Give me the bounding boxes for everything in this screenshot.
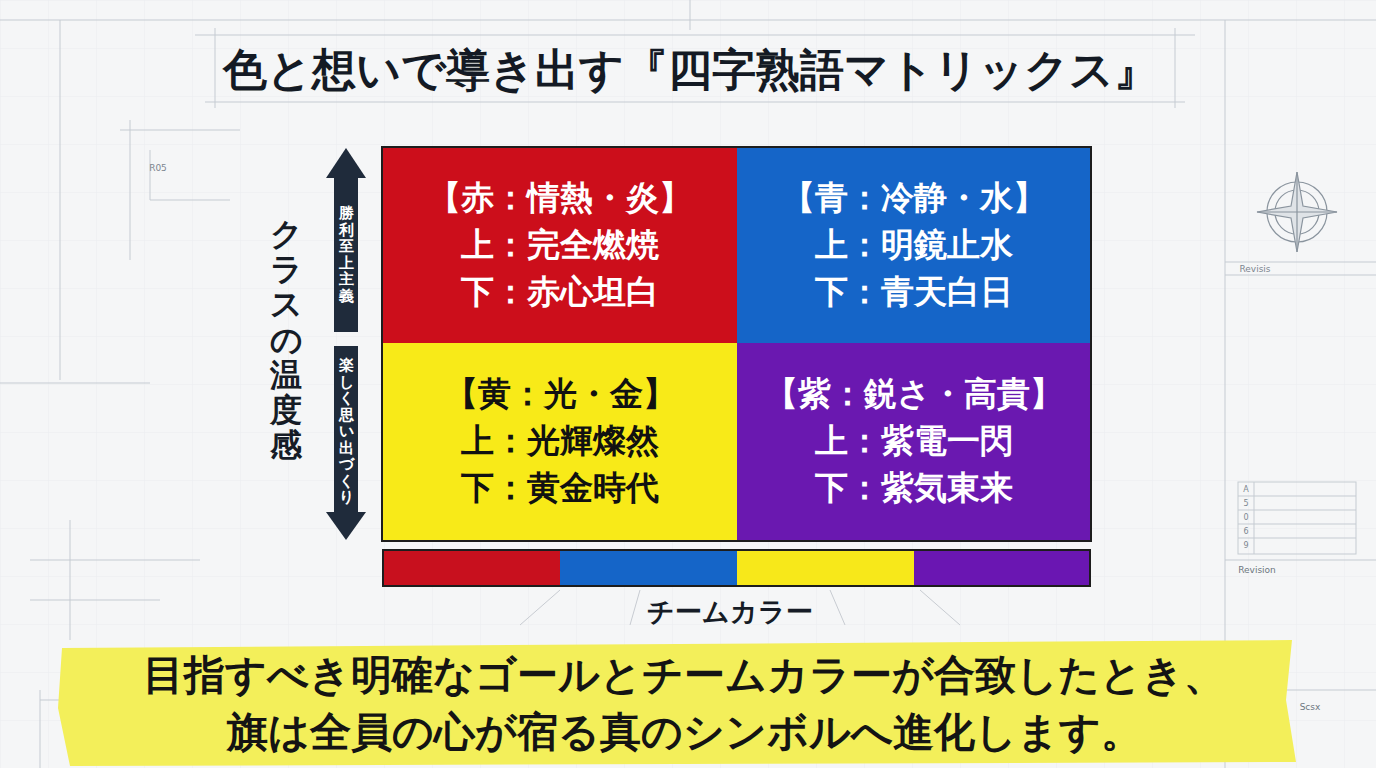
idiom-text: 上：明鏡止水: [815, 222, 1013, 269]
highlight-band: [58, 640, 1296, 766]
idiom-text: 下：青天白日: [815, 269, 1013, 316]
team-color-bar: [383, 550, 1090, 586]
axis-end-label: 楽しく思い出づくり: [339, 357, 354, 506]
axis-title: クラスの温度感: [270, 217, 302, 463]
revision-note: Revisis: [1239, 264, 1270, 274]
cell-heading: 【紫：鋭さ・高貴】: [765, 371, 1063, 418]
table-cell: 9: [1243, 541, 1248, 550]
title: 色と想いで導き出す『四字熟語マトリックス』: [223, 41, 1158, 100]
cell-heading: 【赤：情熱・炎】: [428, 175, 692, 222]
idiom-text: 下：赤心坦白: [461, 269, 659, 316]
table-cell: 6: [1243, 527, 1248, 536]
idiom-text: 上：光輝燦然: [461, 418, 659, 465]
table-cell: A: [1243, 485, 1248, 494]
axis-end-label: 勝利至上主義: [339, 205, 354, 304]
table-cell: Scsx: [1300, 702, 1321, 712]
idiom-text: 上：完全燃焼: [461, 222, 659, 269]
table-cell: 0: [1243, 513, 1248, 522]
bar-label: チームカラー: [647, 594, 813, 630]
revision-note: Revision: [1238, 565, 1276, 575]
axis-arrow: [326, 148, 366, 540]
cell-heading: 【黄：光・金】: [445, 371, 676, 418]
matrix-cell: 【赤：情熱・炎】上：完全燃焼下：赤心坦白: [383, 148, 737, 343]
cell-heading: 【青：冷静・水】: [782, 175, 1046, 222]
dimension-note: R05: [149, 163, 167, 173]
idiom-text: 下：黄金時代: [461, 465, 659, 512]
table-cell: 5: [1243, 499, 1248, 508]
idiom-text: 下：紫気東来: [815, 465, 1013, 512]
caption: 目指すべき明確なゴールとチームカラーが合致したとき、 旗は全員の心が宿る真のシン…: [124, 647, 1244, 762]
matrix-cell: 【紫：鋭さ・高貴】上：紫電一閃下：紫気東来: [737, 343, 1090, 540]
matrix-cell: 【黄：光・金】上：光輝燦然下：黄金時代: [383, 343, 737, 540]
matrix-cell: 【青：冷静・水】上：明鏡止水下：青天白日: [737, 148, 1090, 343]
idiom-text: 上：紫電一閃: [815, 418, 1013, 465]
